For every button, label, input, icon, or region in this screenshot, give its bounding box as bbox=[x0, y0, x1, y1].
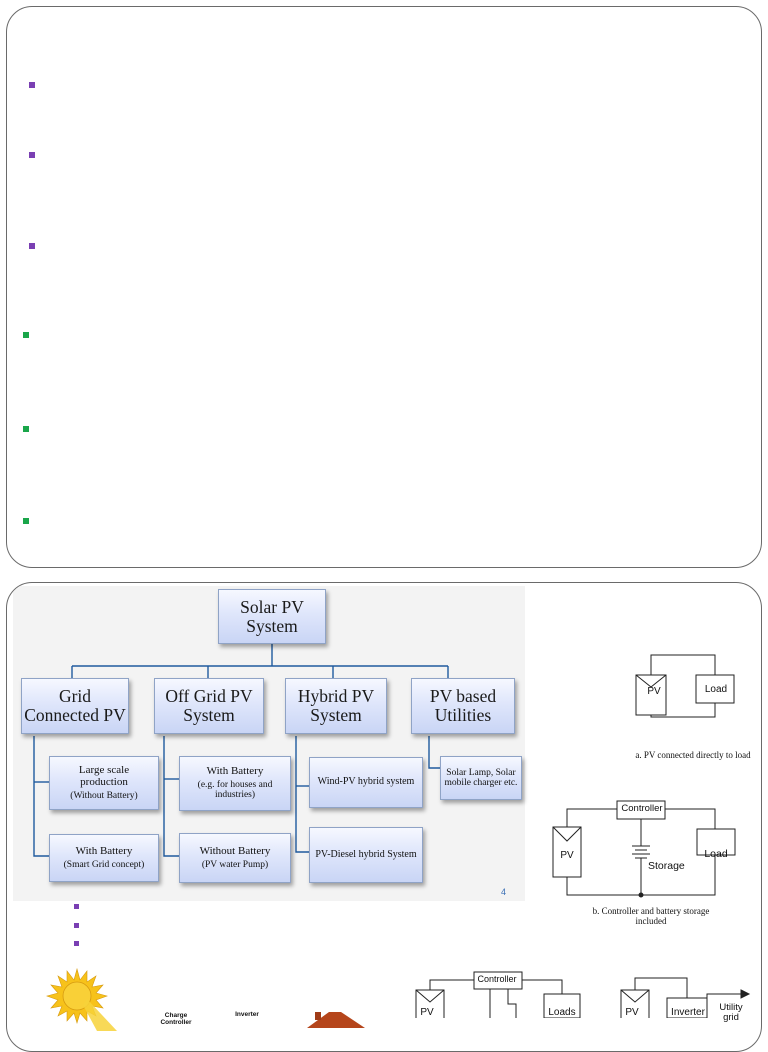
node-grid-connected: Grid Connected PV bbox=[21, 678, 129, 734]
bottom-inverter-box bbox=[666, 997, 708, 1018]
node-hybrid: Hybrid PV System bbox=[285, 678, 387, 734]
node-offgrid-without-battery-note: (PV water Pump) bbox=[201, 859, 269, 870]
node-pv-diesel-label: PV-Diesel hybrid System bbox=[315, 848, 417, 860]
bullet-4 bbox=[23, 332, 29, 338]
diagram-b-storage-label: Storage bbox=[648, 860, 685, 872]
node-large-scale-text: Large scale production (Without Battery) bbox=[59, 764, 149, 801]
node-utilities: PV based Utilities bbox=[411, 678, 515, 734]
bullet-2 bbox=[29, 152, 35, 158]
node-offgrid-with-battery-label: With Battery bbox=[206, 765, 264, 778]
node-offgrid-label: Off Grid PV System bbox=[165, 686, 253, 725]
diagram-b-controller-label: Controller bbox=[621, 803, 663, 814]
node-offgrid-with-battery: With Battery (e.g. for houses and industr… bbox=[179, 756, 291, 811]
diagram-b-circuit bbox=[552, 800, 736, 898]
node-hybrid-label: Hybrid PV System bbox=[297, 686, 375, 725]
bottom-utility-grid-label: Utility grid bbox=[719, 1002, 743, 1023]
node-large-scale: Large scale production (Without Battery) bbox=[49, 756, 159, 810]
diagram-a-pv-label: PV bbox=[647, 686, 661, 697]
bottom-controller-box bbox=[473, 971, 523, 990]
diagram-a-caption: a. PV connected directly to load bbox=[635, 750, 751, 760]
node-grid-with-battery-text: With Battery (Smart Grid concept) bbox=[63, 844, 145, 870]
node-grid-label: Grid Connected PV bbox=[24, 686, 126, 725]
charge-controller-label: Charge Controller bbox=[160, 1012, 192, 1027]
bottom-loads-box bbox=[543, 993, 581, 1018]
node-wind-pv: Wind-PV hybrid system bbox=[309, 757, 423, 808]
bullet-9 bbox=[74, 941, 79, 946]
house-icon bbox=[307, 1012, 365, 1028]
diagram-b-load-box bbox=[696, 828, 736, 856]
bottom-circuit-1 bbox=[415, 971, 581, 1018]
node-offgrid-with-battery-note: (e.g. for houses and industries) bbox=[197, 780, 273, 801]
bottom-loads-label: Loads bbox=[548, 1007, 576, 1018]
node-wind-pv-label: Wind-PV hybrid system bbox=[317, 776, 415, 788]
bottom-pv-label: PV bbox=[420, 1007, 434, 1018]
bullet-1 bbox=[29, 82, 35, 88]
node-large-scale-label: Large scale production bbox=[78, 764, 130, 788]
diagram-b-caption: b. Controller and battery storage includ… bbox=[592, 906, 710, 927]
slide-top bbox=[6, 6, 762, 568]
bottom-inverter2-label: Inverter bbox=[671, 1007, 705, 1018]
node-root-label: Solar PV System bbox=[240, 596, 304, 636]
bottom-circuit-2 bbox=[620, 977, 751, 1018]
node-offgrid-without-battery-label: Without Battery bbox=[199, 844, 271, 857]
diagram-b-pv-label: PV bbox=[560, 850, 574, 861]
bullet-8 bbox=[74, 923, 79, 928]
diagram-a-circuit bbox=[635, 654, 735, 718]
sun-icon bbox=[46, 967, 117, 1031]
node-solar-lamp-label: Solar Lamp, Solar mobile charger etc. bbox=[444, 767, 518, 788]
diagram-b-pv-box bbox=[552, 826, 582, 878]
node-pv-diesel: PV-Diesel hybrid System bbox=[309, 827, 423, 883]
node-grid-with-battery: With Battery (Smart Grid concept) bbox=[49, 834, 159, 882]
diagram-a-pv-box bbox=[635, 674, 667, 716]
pv-system-tree: Solar PV System Grid Connected PV Off Gr… bbox=[13, 586, 525, 901]
diagram-b-storage-symbol bbox=[632, 819, 650, 895]
node-large-scale-note: (Without Battery) bbox=[70, 790, 138, 801]
inverter-label: Inverter bbox=[235, 1011, 259, 1018]
bottom-pv2-label: PV bbox=[625, 1007, 639, 1018]
node-solar-lamp: Solar Lamp, Solar mobile charger etc. bbox=[440, 756, 522, 800]
bullet-6 bbox=[23, 518, 29, 524]
node-off-grid: Off Grid PV System bbox=[154, 678, 264, 734]
bullet-5 bbox=[23, 426, 29, 432]
bullet-3 bbox=[29, 243, 35, 249]
tree-connectors bbox=[33, 644, 449, 857]
node-offgrid-without-battery-text: Without Battery (PV water Pump) bbox=[199, 844, 271, 870]
diagram-b-load-label: Load bbox=[704, 848, 728, 860]
bullet-7 bbox=[74, 904, 79, 909]
bottom-pv-box bbox=[415, 989, 445, 1018]
bottom-pv2-box bbox=[620, 989, 650, 1018]
node-utilities-label: PV based Utilities bbox=[429, 686, 497, 725]
node-offgrid-with-battery-text: With Battery (e.g. for houses and industr… bbox=[185, 765, 285, 801]
node-offgrid-without-battery: Without Battery (PV water Pump) bbox=[179, 833, 291, 883]
node-solar-pv-system: Solar PV System bbox=[218, 589, 326, 644]
bottom-controller-label: Controller bbox=[477, 974, 517, 984]
node-grid-with-battery-note: (Smart Grid concept) bbox=[63, 859, 145, 870]
node-grid-with-battery-label: With Battery bbox=[75, 844, 133, 857]
diagram-a-load-label: Load bbox=[704, 684, 728, 695]
tree-page-number: 4 bbox=[501, 887, 507, 897]
diagram-a-load-box bbox=[695, 674, 735, 704]
slide-bottom: Solar PV System Grid Connected PV Off Gr… bbox=[6, 582, 762, 1052]
